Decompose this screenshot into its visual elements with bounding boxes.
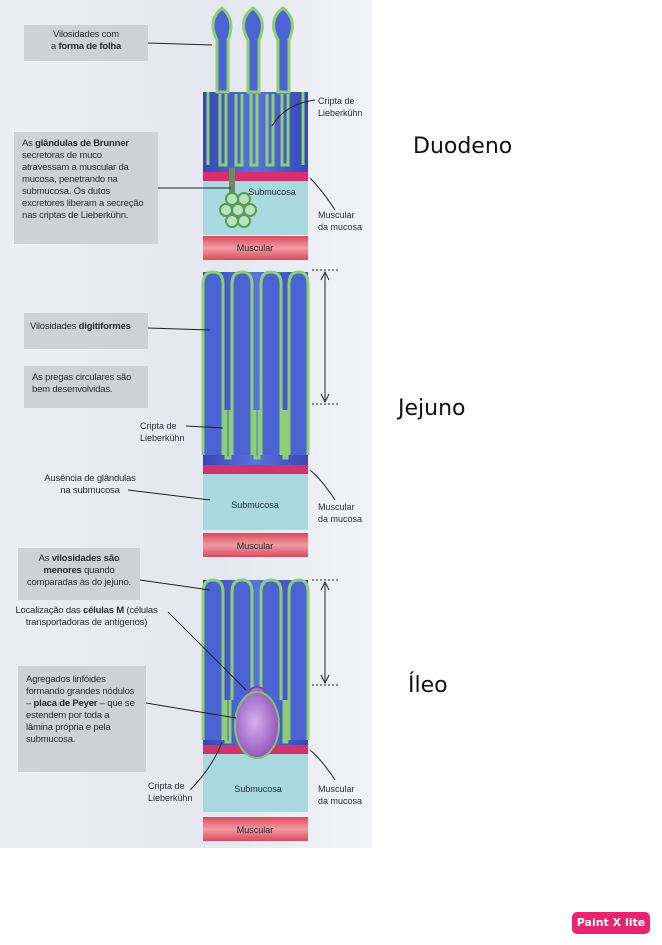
ileo-submucosa — [203, 754, 308, 812]
ileo-mm-label-1: Muscular — [318, 784, 355, 794]
ileo-crypts — [224, 700, 289, 744]
duodeno-cripta-label-2: Lieberkühn — [318, 108, 363, 118]
note-ileo-celulas-m: Localização das células M (células trans… — [15, 605, 158, 628]
duodeno-diagram: Submucosa Muscular Cripta de Lieberkühn … — [147, 6, 363, 260]
duodeno-muscularis-mucosae — [203, 172, 308, 181]
note-jejuno-pregas: As pregas circulares são bem desenvolvid… — [24, 366, 148, 408]
jejuno-villus-height-bracket — [312, 269, 340, 405]
label-duodeno: Duodeno — [413, 134, 513, 159]
brunner-glands — [219, 168, 257, 228]
paint-x-lite-badge: Paint X lite — [572, 912, 650, 934]
duodeno-crypts — [206, 92, 305, 167]
note-brunner: As glândulas de Brunner secretoras de mu… — [14, 132, 158, 244]
note-jejuno-ausencia: Ausência de glândulas na submucosa — [44, 473, 136, 496]
jejuno-mm-label-2: da mucosa — [318, 514, 362, 524]
jejuno-muscular — [203, 533, 308, 557]
ileo-villi — [201, 578, 310, 740]
jejuno-cripta-label-1: Cripta de — [140, 421, 177, 431]
ileo-muscular-label: Muscular — [237, 825, 274, 835]
duodeno-villi — [211, 6, 294, 94]
duodeno-leader-lines — [147, 42, 336, 211]
duodeno-mm-label-1: Muscular — [318, 210, 355, 220]
ileo-diagram: Submucosa Muscular Cripta de Lieberkühn … — [139, 578, 362, 841]
ileo-mm-label-2: da mucosa — [318, 796, 362, 806]
label-ileo: Íleo — [408, 673, 448, 698]
jejuno-mm-label-1: Muscular — [318, 502, 355, 512]
ileo-villus-height-bracket — [312, 579, 340, 686]
note-ileo-peyer: Agregados linfóides formando grandes nód… — [18, 666, 146, 772]
jejuno-muscular-label: Muscular — [237, 541, 274, 551]
peyer-patch — [234, 691, 280, 759]
note-jejuno-villi: Vilosidades digitiformes — [24, 313, 148, 349]
duodeno-cripta-label-1: Cripta de — [318, 96, 355, 106]
duodeno-mm-label-2: da mucosa — [318, 222, 362, 232]
duodeno-muscular — [203, 236, 308, 260]
jejuno-crypts — [224, 410, 289, 460]
duodeno-submucosa-label: Submucosa — [248, 187, 296, 197]
jejuno-muscularis-mucosae — [203, 465, 308, 474]
label-jejuno: Jejuno — [398, 396, 466, 421]
jejuno-cripta-label-2: Lieberkühn — [140, 433, 185, 443]
jejuno-submucosa-label: Submucosa — [231, 500, 279, 510]
jejuno-submucosa — [203, 474, 308, 530]
ileo-leader-lines — [139, 579, 336, 791]
ileo-cripta-label-1: Cripta de — [148, 781, 185, 791]
jejuno-leader-lines — [127, 327, 336, 501]
ileo-muscular — [203, 817, 308, 841]
jejuno-diagram: Submucosa Muscular Cripta de Lieberkühn … — [127, 269, 362, 557]
jejuno-villi — [201, 270, 310, 455]
ileo-submucosa-label: Submucosa — [234, 784, 282, 794]
duodeno-muscular-label: Muscular — [237, 243, 274, 253]
ileo-cripta-label-2: Lieberkühn — [148, 793, 193, 803]
note-ileo-villi: As vilosidades são menores quando compar… — [18, 548, 140, 600]
